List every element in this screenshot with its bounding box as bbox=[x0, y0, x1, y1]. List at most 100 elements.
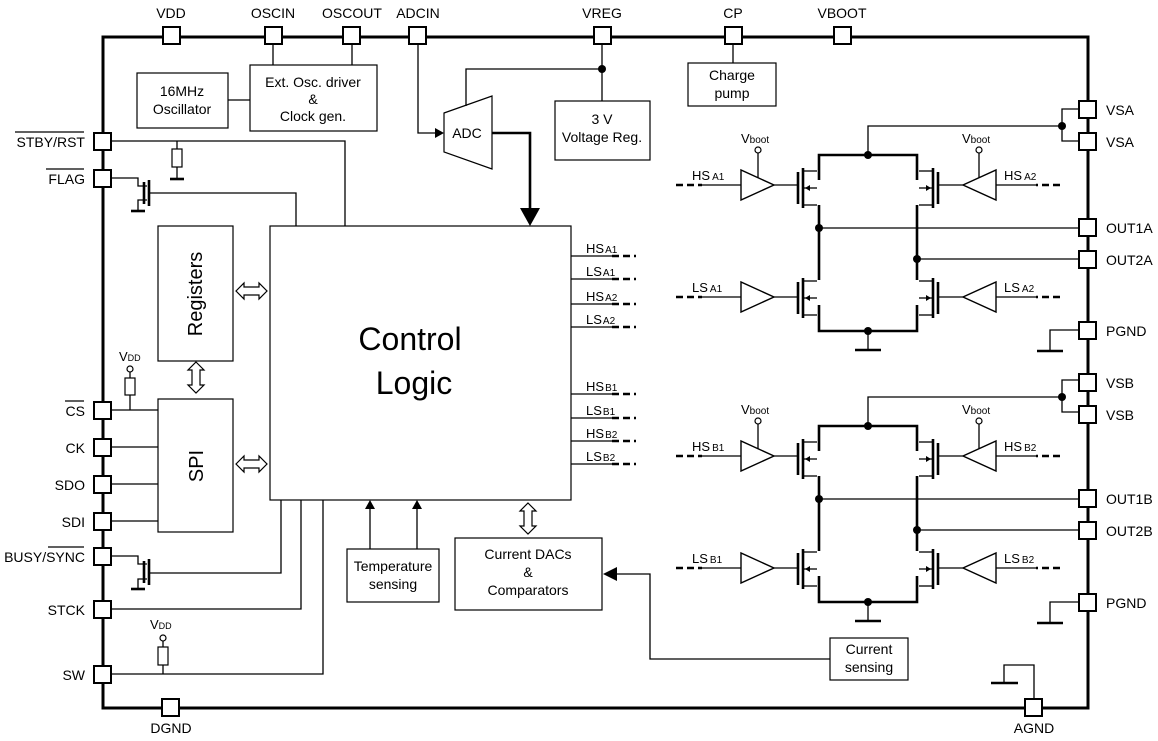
top-rail bbox=[817, 424, 919, 451]
current-dacs-label-3: Comparators bbox=[488, 582, 569, 598]
gate-output-hs-b1: HSB1 bbox=[571, 379, 636, 396]
pin-label-flag: FLAG bbox=[48, 171, 85, 187]
pin-label-cs: CS bbox=[66, 403, 85, 419]
pin-sdi bbox=[93, 512, 112, 531]
gate-label: HSA2 bbox=[586, 289, 618, 304]
cs-pullup-terminal bbox=[126, 365, 134, 373]
dac-logic-arrow bbox=[518, 502, 538, 535]
low-side-fet-1 bbox=[796, 278, 817, 318]
fet-body-arrow bbox=[926, 295, 931, 301]
vs-rail-feed bbox=[867, 396, 1062, 426]
pin-out1b bbox=[1078, 489, 1097, 508]
driver-buffer bbox=[740, 280, 776, 314]
oscillator-label-1: 16MHz bbox=[160, 83, 204, 99]
adc-to-logic-bus bbox=[492, 131, 532, 212]
current-sensing-label-1: Current bbox=[846, 641, 893, 657]
out1-junction bbox=[815, 495, 823, 503]
pin-agnd bbox=[1024, 698, 1043, 717]
vdd-label-cs: VDD bbox=[119, 349, 141, 364]
pin-vboot bbox=[833, 26, 852, 45]
vboot-label: Vboot bbox=[741, 402, 769, 417]
bottom-pins: DGND AGND bbox=[150, 698, 1054, 736]
driver-buffer bbox=[740, 551, 776, 585]
flag-fet-source bbox=[137, 199, 147, 210]
pin-busy-sync bbox=[93, 547, 112, 566]
pin-vreg bbox=[593, 26, 612, 45]
gate-label: LSB1 bbox=[586, 403, 616, 418]
pgnd-wire bbox=[1049, 601, 1079, 622]
sw-pullup-terminal bbox=[159, 634, 167, 642]
voltage-reg-label-2: Voltage Reg. bbox=[562, 129, 642, 145]
pin-stby-rst bbox=[93, 132, 112, 151]
pin-label-busy-sync: BUSY/SYNC bbox=[4, 549, 85, 565]
spi-label: SPI bbox=[186, 450, 208, 482]
pin-out2a bbox=[1078, 250, 1097, 269]
spi-block bbox=[157, 398, 234, 533]
vboot-supply: Vboot bbox=[741, 402, 769, 425]
pin-sw bbox=[93, 665, 112, 684]
fet-body-arrow bbox=[805, 295, 810, 301]
stby-wire bbox=[111, 140, 346, 226]
voltage-reg-block bbox=[554, 100, 651, 161]
vs-junction bbox=[1058, 122, 1066, 130]
vboot-supply: Vboot bbox=[741, 131, 769, 154]
current-dacs-label-1: Current DACs bbox=[484, 546, 571, 562]
pin-label-sdi: SDI bbox=[62, 514, 85, 530]
pin-pgnd-b bbox=[1078, 593, 1097, 612]
pin-label-out2b: OUT2B bbox=[1106, 523, 1153, 539]
pin-label-vsa-1: VSA bbox=[1106, 102, 1135, 118]
stby-pulldown-resistor bbox=[171, 148, 183, 168]
busy-wire bbox=[111, 555, 147, 565]
current-sensing-label-2: sensing bbox=[845, 659, 893, 675]
pin-cp bbox=[724, 26, 743, 45]
temp-arrow-1 bbox=[365, 500, 375, 509]
pin-cs bbox=[93, 401, 112, 420]
left-pins: STBY/RST FLAG CS CK SDO SDI BUSY/SYNC ST… bbox=[4, 131, 112, 684]
vs-junction bbox=[1058, 393, 1066, 401]
control-logic-block bbox=[269, 225, 572, 501]
pin-label-out1a: OUT1A bbox=[1106, 220, 1153, 236]
adc-to-logic-arrow bbox=[520, 208, 540, 226]
gate-label: LSA1 bbox=[586, 264, 616, 279]
pin-oscout bbox=[342, 26, 361, 45]
spi-logic-arrow bbox=[235, 454, 268, 474]
high-side-fet-1 bbox=[796, 439, 817, 479]
pin-label-ck: CK bbox=[66, 440, 86, 456]
pin-label-out2a: OUT2A bbox=[1106, 252, 1153, 268]
charge-pump-label-1: Charge bbox=[709, 67, 755, 83]
temperature-label-2: sensing bbox=[369, 576, 417, 592]
agnd-wire bbox=[1003, 664, 1035, 699]
top-rail bbox=[817, 153, 919, 180]
pin-label-sw: SW bbox=[62, 667, 85, 683]
pin-vsb-2 bbox=[1078, 405, 1097, 424]
registers-block bbox=[157, 225, 234, 362]
flag-gate-wire bbox=[149, 192, 297, 226]
osc-driver-label-3: Clock gen. bbox=[280, 108, 346, 124]
pin-label-out1b: OUT1B bbox=[1106, 491, 1153, 507]
stck-wire bbox=[111, 500, 302, 610]
gate-label: HSB1 bbox=[586, 379, 618, 394]
pin-label-oscout: OSCOUT bbox=[322, 5, 382, 21]
gate-label: LSB2 bbox=[586, 449, 616, 464]
pin-dgnd bbox=[161, 698, 180, 717]
out2-junction bbox=[913, 526, 921, 534]
vboot-terminal bbox=[754, 417, 762, 425]
charge-pump-block bbox=[687, 62, 777, 107]
adc-label: ADC bbox=[452, 125, 482, 141]
pin-label-pgnd-a: PGND bbox=[1106, 323, 1146, 339]
gate-output-ls-b1: LSB1 bbox=[571, 403, 636, 420]
sw-wire bbox=[111, 500, 324, 675]
pin-adcin bbox=[408, 26, 427, 45]
vboot-terminal bbox=[754, 146, 762, 154]
pin-label-stby-rst: STBY/RST bbox=[17, 134, 86, 150]
adc-block bbox=[443, 95, 493, 170]
temperature-label-1: Temperature bbox=[354, 558, 433, 574]
high-side-fet-2 bbox=[919, 168, 940, 208]
